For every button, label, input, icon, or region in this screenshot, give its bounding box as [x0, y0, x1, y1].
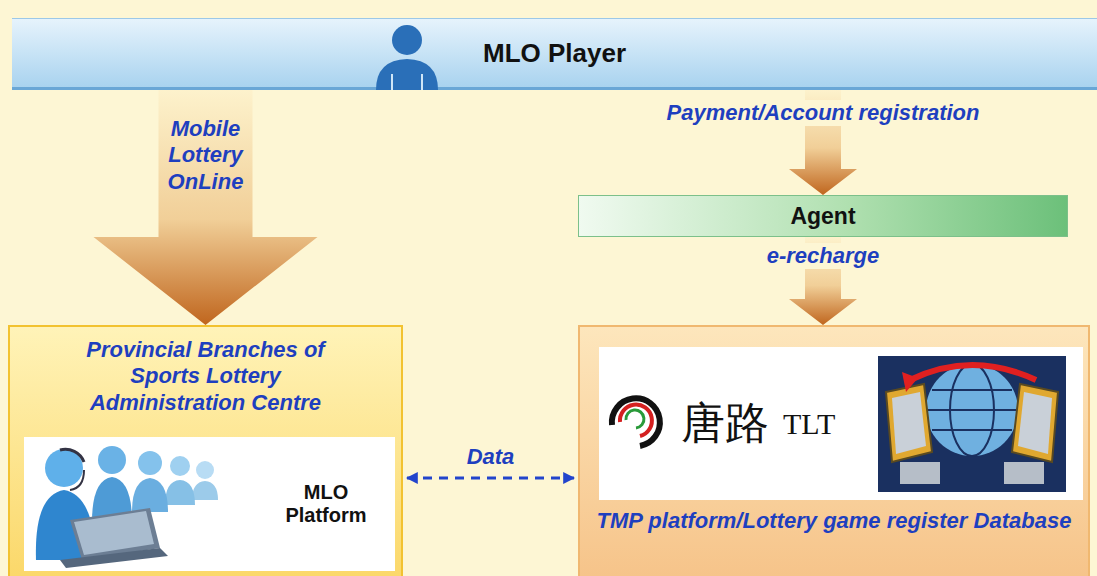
- bar-label: Agent: [790, 203, 855, 230]
- system-panel: Provincial Branches of Sports Lottery Ad…: [8, 325, 403, 576]
- logo-text: 唐路: [681, 394, 769, 453]
- arrow-label: Mobile Lottery OnLine: [146, 116, 266, 195]
- process-bar: Agent: [578, 195, 1068, 237]
- data-label: Data: [463, 444, 519, 470]
- data-link: [407, 477, 574, 480]
- tlt-logo-swirl: [612, 398, 660, 446]
- call-centre-illustration: [36, 446, 218, 568]
- arrow-label: e-recharge: [763, 243, 884, 269]
- logo-box: 唐路 TLT: [599, 347, 1083, 500]
- network-computer-icon: [878, 356, 1066, 492]
- box-label: MLO Platform: [271, 481, 381, 527]
- arrow-label: Payment/Account registration: [663, 100, 984, 126]
- block-arrow: [94, 90, 318, 325]
- platform-box: MLO Platform: [24, 437, 395, 571]
- panel-caption: TMP platform/Lottery game register Datab…: [580, 508, 1088, 534]
- system-panel: TMP platform/Lottery game register Datab…: [578, 325, 1090, 576]
- logo-text: TLT: [783, 407, 835, 441]
- actor-band: MLO Player: [12, 18, 1097, 90]
- person-icon: [376, 25, 438, 90]
- band-title: MLO Player: [483, 38, 626, 69]
- panel-heading: Provincial Branches of Sports Lottery Ad…: [61, 337, 351, 416]
